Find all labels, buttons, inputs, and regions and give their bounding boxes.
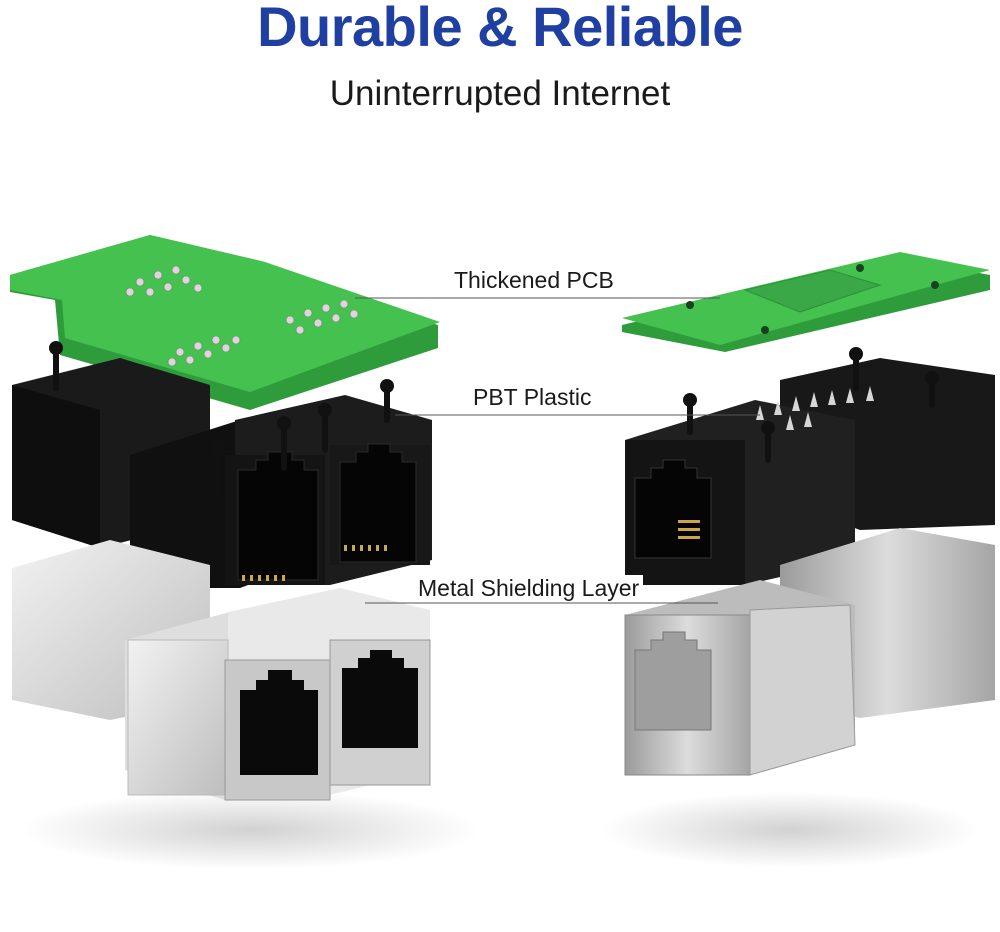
callout-thickened-pcb: Thickened PCB	[450, 267, 618, 294]
callout-lines	[355, 297, 760, 604]
callout-metal-shielding: Metal Shielding Layer	[414, 575, 644, 602]
page-subtitle: Uninterrupted Internet	[329, 74, 671, 113]
callout-pbt-plastic: PBT Plastic	[469, 384, 596, 411]
floor-shadow-left	[20, 790, 480, 870]
floor-shadow-right	[600, 792, 980, 868]
right-pcb	[622, 252, 990, 352]
page-title: Durable & Reliable	[257, 0, 743, 58]
left-metal-shield	[12, 540, 431, 801]
right-metal-shield	[624, 528, 995, 776]
right-plastic-housing	[625, 347, 995, 585]
left-plastic-housing	[12, 341, 432, 588]
